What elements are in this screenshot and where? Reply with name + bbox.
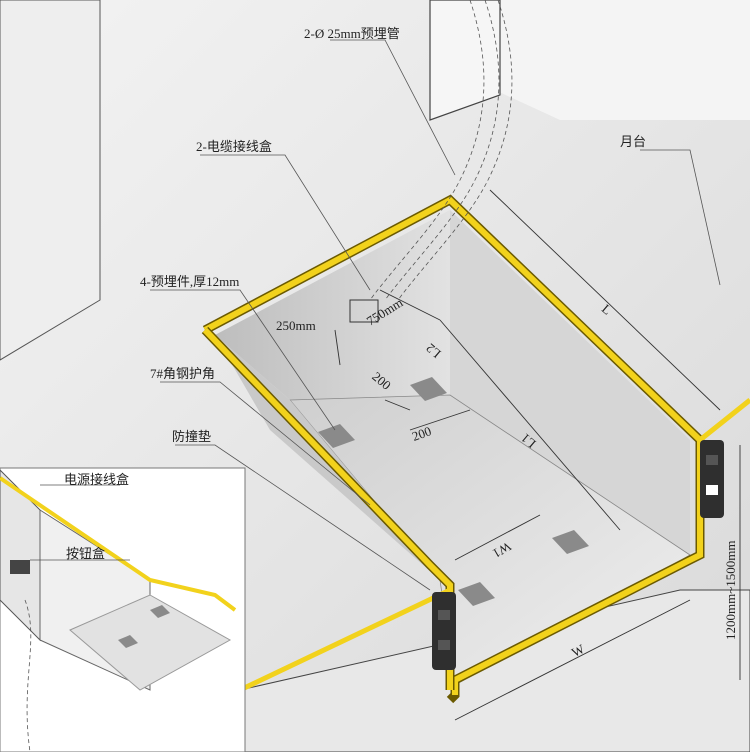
button-box <box>10 560 30 574</box>
pipe-label: 2-Ø 25mm预埋管 <box>304 26 400 41</box>
plate <box>318 424 355 448</box>
dim-height: 1200mm~1500mm <box>723 541 738 640</box>
column <box>429 0 501 121</box>
plate <box>458 582 495 606</box>
bumper-label: 防撞垫 <box>172 429 211 444</box>
leader-lines <box>150 39 721 591</box>
embedded-pipes <box>369 0 513 301</box>
power-box-label: 电源接线盒 <box>64 472 129 487</box>
embedded-plate-label: 4-预埋件,厚12mm <box>140 274 239 289</box>
dim-250: 250mm <box>276 318 316 333</box>
angle-steel-trim <box>203 196 703 695</box>
inset-plate <box>118 635 138 648</box>
inset-floor <box>69 594 232 691</box>
plate <box>410 377 447 401</box>
dimension-lines <box>334 189 741 721</box>
bumper-left <box>432 592 456 670</box>
plate <box>552 530 589 554</box>
inset-plate <box>150 605 170 618</box>
edge-trim-right <box>698 398 750 442</box>
cable-box <box>349 299 379 323</box>
inset-panel <box>0 467 246 752</box>
inset-trim <box>0 476 237 612</box>
embedded-plates <box>318 377 589 606</box>
left-wall <box>0 0 101 361</box>
platform-label: 月台 <box>620 134 646 149</box>
pit-back-wall <box>215 210 450 400</box>
angle-steel-label: 7#角钢护角 <box>150 366 215 381</box>
edge-trim-left <box>238 587 452 693</box>
pit-side-wall <box>450 210 690 555</box>
bumper-right <box>700 440 724 518</box>
button-box-label: 按钮盒 <box>66 546 105 561</box>
cable-box-label: 2-电缆接线盒 <box>196 139 272 154</box>
dim-200b: 200 <box>410 423 433 444</box>
inset-conduit <box>24 599 32 752</box>
